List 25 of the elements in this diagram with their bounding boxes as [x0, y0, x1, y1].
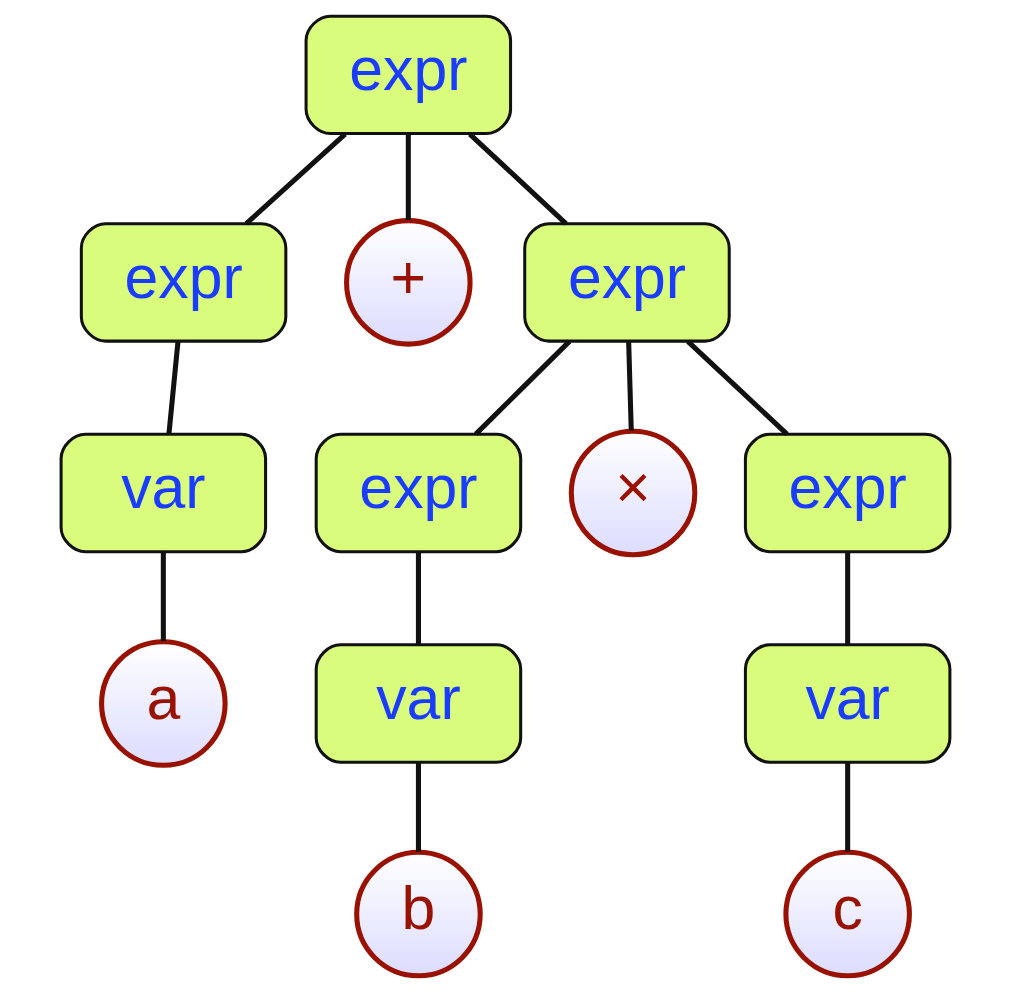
connector	[473, 339, 571, 436]
connector	[415, 762, 421, 852]
connector	[625, 341, 634, 431]
connector	[160, 551, 166, 642]
connector	[685, 339, 789, 436]
connector	[244, 132, 347, 226]
node-box: var	[59, 432, 267, 554]
connector	[405, 134, 411, 221]
node-circle: b	[353, 849, 483, 979]
connector	[844, 762, 850, 852]
node-box: var	[743, 643, 951, 764]
node-box: expr	[743, 432, 951, 554]
connector	[467, 132, 568, 226]
connector	[165, 341, 180, 435]
node-box: var	[314, 643, 522, 764]
node-circle: +	[343, 218, 473, 347]
node-box: expr	[522, 222, 731, 343]
node-circle: a	[98, 639, 228, 768]
node-box: expr	[314, 432, 522, 554]
node-circle: ×	[568, 428, 697, 558]
node-box: expr	[304, 14, 512, 136]
node-circle: c	[782, 849, 912, 979]
connector	[844, 551, 850, 645]
connector	[415, 551, 421, 645]
node-box: expr	[79, 222, 287, 343]
